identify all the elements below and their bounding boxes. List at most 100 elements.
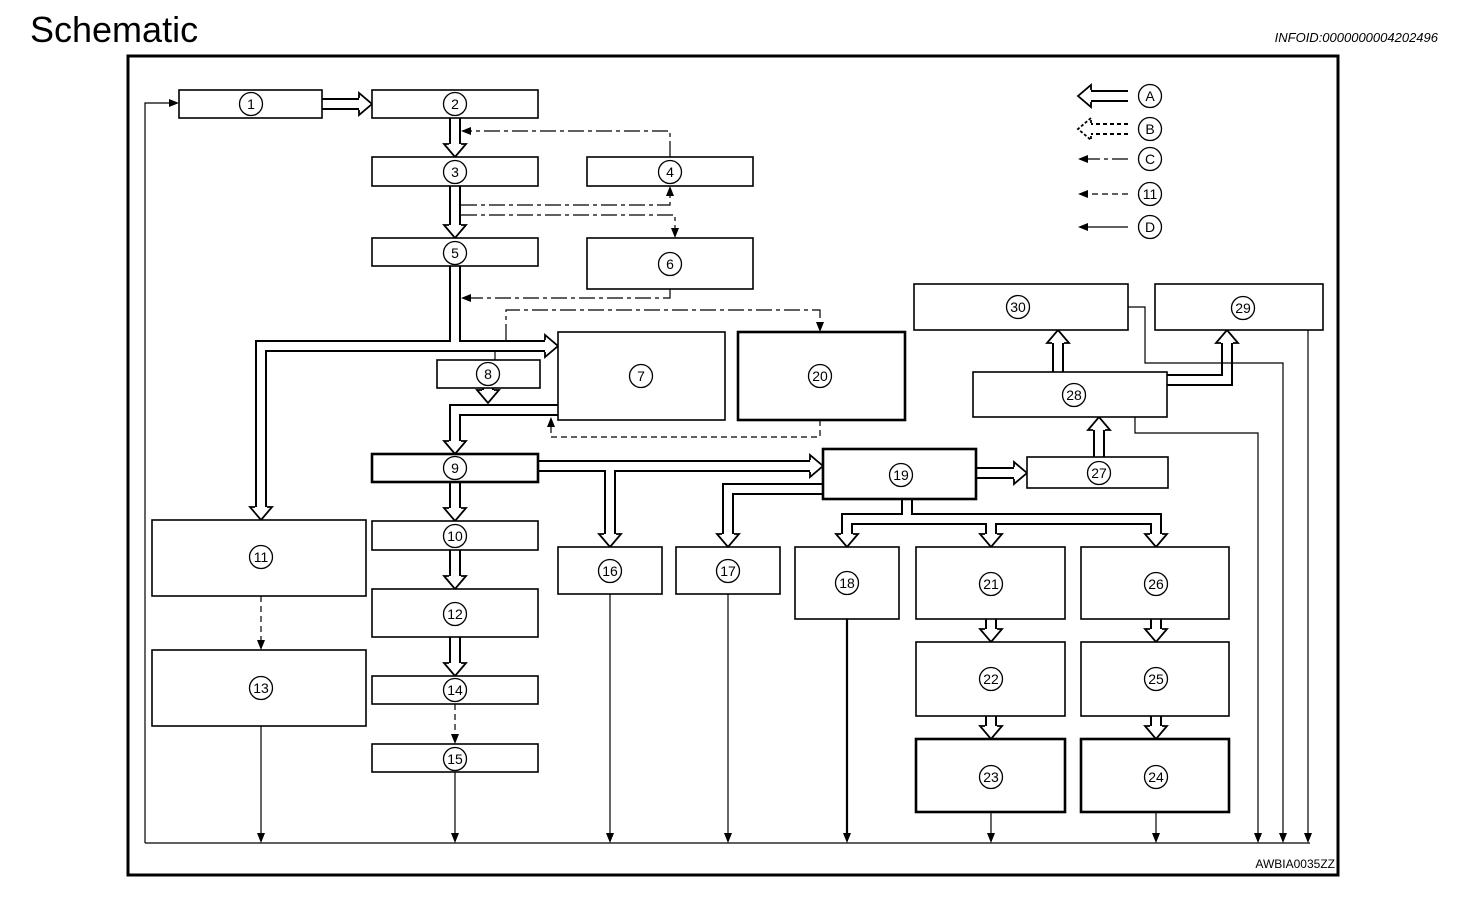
arrowhead xyxy=(544,334,559,358)
block-13: 13 xyxy=(151,649,367,727)
arrowhead xyxy=(358,92,373,116)
legend: A B C 11 D xyxy=(1137,83,1163,240)
block-24: 24 xyxy=(1079,737,1231,814)
block-20: 20 xyxy=(736,330,907,422)
arrowhead xyxy=(257,833,265,843)
block-label: 3 xyxy=(451,164,459,180)
block-label: 20 xyxy=(812,368,828,384)
block-14: 14 xyxy=(371,675,539,705)
arrowhead xyxy=(1077,117,1092,141)
legend-b-symbol xyxy=(1077,117,1128,141)
block-2: 2 xyxy=(371,89,539,119)
arrowhead xyxy=(451,734,459,744)
block-label: 29 xyxy=(1235,300,1251,316)
block-8: 8 xyxy=(436,359,541,389)
block-12: 12 xyxy=(371,588,539,638)
block-7: 7 xyxy=(557,331,726,421)
block-label: 2 xyxy=(451,96,459,112)
arrowhead xyxy=(1078,223,1088,231)
arrowhead xyxy=(1144,725,1168,740)
arrowhead xyxy=(461,127,471,135)
block-label: 14 xyxy=(447,682,463,698)
arrowhead xyxy=(443,143,467,158)
arrowhead xyxy=(1087,416,1111,431)
arrowhead xyxy=(979,533,1003,548)
block-15: 15 xyxy=(371,743,539,773)
block-label: 7 xyxy=(637,368,645,384)
block-28: 28 xyxy=(972,371,1168,418)
block-label: 15 xyxy=(447,751,463,767)
arrowhead xyxy=(1279,833,1287,843)
line-28-down xyxy=(1134,417,1259,833)
arrowhead xyxy=(716,533,740,548)
arrowhead xyxy=(443,224,467,239)
block-label: 25 xyxy=(1148,671,1164,687)
arrowhead xyxy=(1304,833,1312,843)
arrowhead xyxy=(987,833,995,843)
legend-item-a: A xyxy=(1137,83,1163,109)
block-9: 9 xyxy=(370,452,540,484)
block-22: 22 xyxy=(915,641,1066,717)
block-6: 6 xyxy=(586,237,754,290)
solid-lines xyxy=(144,102,1310,844)
arrowhead xyxy=(598,533,622,548)
block-23: 23 xyxy=(914,737,1067,814)
arrowhead xyxy=(1152,833,1160,843)
arrowhead xyxy=(1046,329,1070,344)
block-label: 6 xyxy=(666,256,674,272)
figure-code: AWBIA0035ZZ xyxy=(1255,857,1335,871)
arrowhead xyxy=(451,833,459,843)
legend-label: D xyxy=(1145,219,1155,235)
arrowhead xyxy=(476,389,500,404)
arrowhead xyxy=(816,322,824,332)
block-label: 11 xyxy=(254,549,269,565)
info-id: INFOID:0000000004202496 xyxy=(1275,30,1439,45)
block-19: 19 xyxy=(821,447,978,501)
block-1: 1 xyxy=(178,89,323,119)
legend-item-d: D xyxy=(1137,214,1163,240)
block-label: 26 xyxy=(1148,576,1164,592)
block-21: 21 xyxy=(915,546,1066,620)
arrowhead xyxy=(249,506,273,521)
arrowhead xyxy=(1078,155,1088,163)
block-label: 4 xyxy=(666,164,674,180)
block-label: 9 xyxy=(451,460,459,476)
block-11: 11 xyxy=(151,519,367,597)
arrowhead xyxy=(1144,628,1168,643)
block-29: 29 xyxy=(1154,283,1324,331)
block-label: 19 xyxy=(893,467,909,483)
arrowhead xyxy=(169,99,179,107)
block-label: 16 xyxy=(602,563,618,579)
arrowhead xyxy=(461,294,471,302)
legend-item-b: B xyxy=(1137,116,1163,142)
block-3: 3 xyxy=(371,156,539,187)
arrowhead xyxy=(1077,84,1092,108)
block-label: 13 xyxy=(253,680,269,696)
block-4: 4 xyxy=(586,156,754,187)
legend-label: 11 xyxy=(1143,186,1158,202)
legend-label: A xyxy=(1145,88,1155,104)
block-label: 21 xyxy=(983,576,999,592)
block-25: 25 xyxy=(1080,641,1230,717)
arrowhead xyxy=(1215,329,1239,344)
block-label: 17 xyxy=(720,563,736,579)
block-label: 22 xyxy=(983,671,999,687)
block-label: 24 xyxy=(1148,769,1164,785)
arrowhead xyxy=(671,228,679,238)
arrowhead xyxy=(443,662,467,677)
signal-6-to-5 xyxy=(471,289,671,299)
block-30: 30 xyxy=(913,283,1129,331)
arrowhead xyxy=(257,640,265,650)
legend-label: C xyxy=(1145,151,1155,167)
diagram-frame xyxy=(126,54,1340,877)
block-label: 1 xyxy=(247,96,255,112)
block-26: 26 xyxy=(1080,546,1230,620)
arrowhead xyxy=(547,417,555,427)
block-5: 5 xyxy=(371,237,539,267)
arrowhead xyxy=(606,833,614,843)
block-label: 27 xyxy=(1091,465,1107,481)
block-18: 18 xyxy=(794,546,900,620)
signal-3-to-4 xyxy=(461,196,671,206)
arrowhead xyxy=(809,454,824,478)
